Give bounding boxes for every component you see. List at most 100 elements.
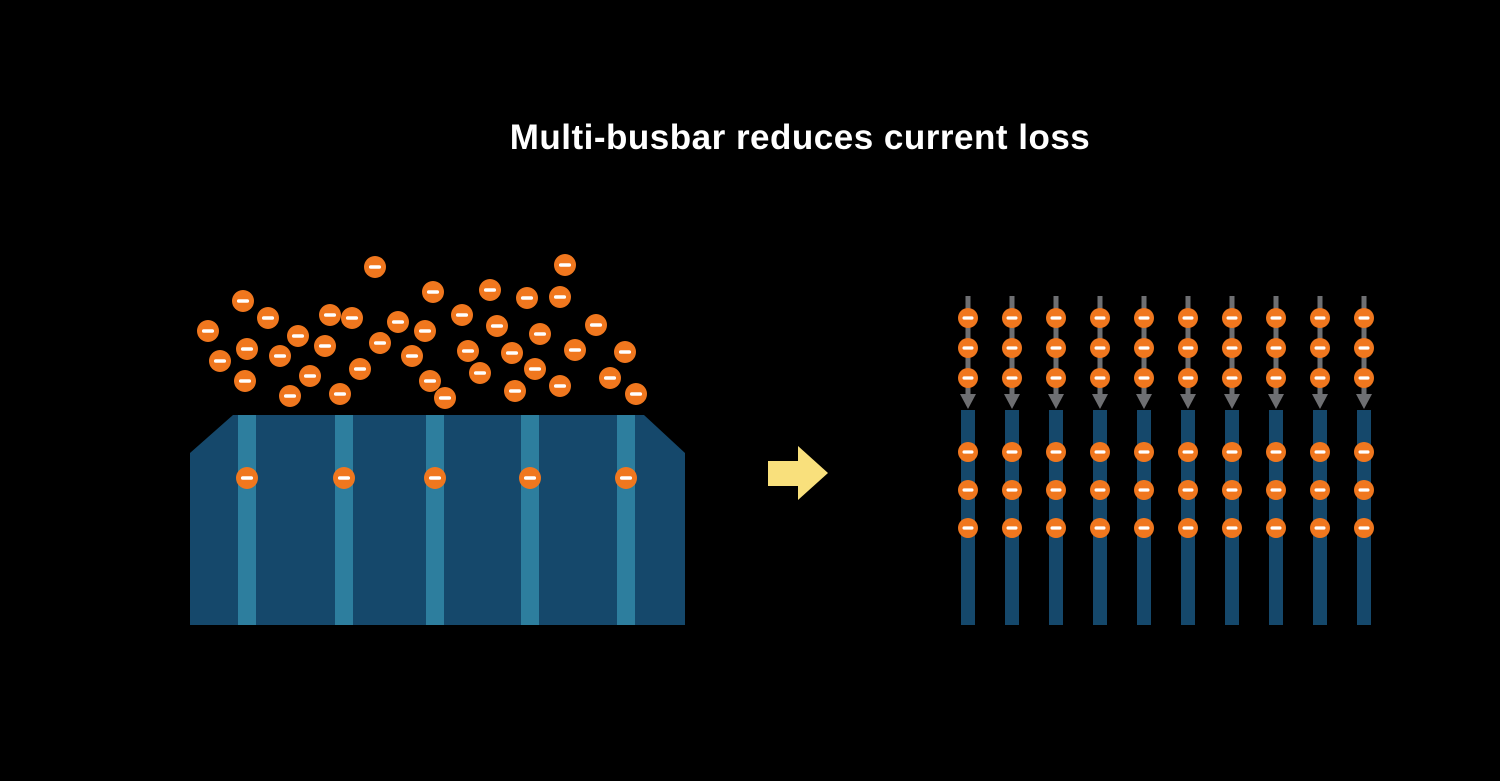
flowing-electron-icon — [1090, 368, 1110, 388]
minus-icon — [553, 295, 567, 299]
minus-icon — [1138, 488, 1150, 492]
minus-icon — [426, 290, 440, 294]
flowing-electron-icon — [1354, 368, 1374, 388]
flowing-electron-icon — [1266, 368, 1286, 388]
scattered-electron-icon — [314, 335, 336, 357]
minus-icon — [1314, 488, 1326, 492]
collected-electron-icon — [1310, 442, 1330, 462]
flowing-electron-icon — [958, 308, 978, 328]
minus-icon — [1094, 526, 1106, 530]
collected-electron-icon — [958, 518, 978, 538]
scattered-electron-icon — [319, 304, 341, 326]
flowing-electron-icon — [1222, 368, 1242, 388]
minus-icon — [261, 316, 275, 320]
minus-icon — [1006, 376, 1018, 380]
left-panel-standard-cell — [190, 254, 685, 625]
collected-electron-icon — [1310, 518, 1330, 538]
minus-icon — [1182, 316, 1194, 320]
scattered-electron-icon — [269, 345, 291, 367]
busbar-stripe — [426, 415, 444, 625]
transition-right-arrow-icon — [768, 446, 828, 500]
flowing-electron-icon — [1354, 308, 1374, 328]
minus-icon — [1314, 316, 1326, 320]
minus-icon — [1006, 526, 1018, 530]
scattered-electron-icon — [501, 342, 523, 364]
minus-icon — [1358, 346, 1370, 350]
scattered-electron-icon — [524, 358, 546, 380]
minus-icon — [1314, 450, 1326, 454]
minus-icon — [418, 329, 432, 333]
minus-icon — [283, 394, 297, 398]
flow-arrow-head-icon — [1048, 394, 1064, 409]
scattered-electron-icon — [614, 341, 636, 363]
minus-icon — [962, 316, 974, 320]
minus-icon — [962, 526, 974, 530]
minus-icon — [1270, 488, 1282, 492]
collected-electron-icon — [1090, 480, 1110, 500]
flow-arrow-head-icon — [960, 394, 976, 409]
collected-electron-icon — [1002, 480, 1022, 500]
flow-arrow-head-icon — [1312, 394, 1328, 409]
minus-icon — [1270, 526, 1282, 530]
minus-icon — [1094, 488, 1106, 492]
diagram-title: Multi-busbar reduces current loss — [509, 118, 1091, 157]
flowing-electron-icon — [958, 368, 978, 388]
minus-icon — [1270, 346, 1282, 350]
minus-icon — [1006, 450, 1018, 454]
minus-icon — [1050, 450, 1062, 454]
flowing-electron-icon — [1310, 368, 1330, 388]
minus-icon — [1226, 346, 1238, 350]
collected-electron-icon — [1046, 480, 1066, 500]
flowing-electron-icon — [1178, 308, 1198, 328]
minus-icon — [273, 354, 287, 358]
minus-icon — [523, 476, 537, 480]
minus-icon — [1006, 488, 1018, 492]
flowing-electron-icon — [1310, 308, 1330, 328]
busbar-electron-icon — [519, 467, 541, 489]
flowing-electron-icon — [1090, 338, 1110, 358]
minus-icon — [533, 332, 547, 336]
minus-icon — [353, 367, 367, 371]
minus-icon — [373, 341, 387, 345]
minus-icon — [1358, 450, 1370, 454]
flowing-electron-icon — [1002, 368, 1022, 388]
minus-icon — [1006, 346, 1018, 350]
minus-icon — [318, 344, 332, 348]
scattered-electron-icon — [197, 320, 219, 342]
minus-icon — [1270, 316, 1282, 320]
minus-icon — [405, 354, 419, 358]
flowing-electron-icon — [1002, 338, 1022, 358]
flowing-electron-icon — [1354, 338, 1374, 358]
minus-icon — [1226, 316, 1238, 320]
collected-electron-icon — [1046, 518, 1066, 538]
right-panel-multibusbar-cell — [958, 296, 1374, 625]
minus-icon — [201, 329, 215, 333]
collected-electron-icon — [1354, 480, 1374, 500]
collected-electron-icon — [1046, 442, 1066, 462]
minus-icon — [1094, 316, 1106, 320]
busbar-stripe — [335, 415, 353, 625]
scattered-electron-icon — [329, 383, 351, 405]
flow-arrow-head-icon — [1356, 394, 1372, 409]
collected-electron-icon — [1266, 518, 1286, 538]
minus-icon — [438, 396, 452, 400]
collected-electron-icon — [1178, 480, 1198, 500]
scattered-electron-icon — [287, 325, 309, 347]
minus-icon — [558, 263, 572, 267]
minus-icon — [618, 350, 632, 354]
minus-icon — [236, 299, 250, 303]
minus-icon — [508, 389, 522, 393]
scattered-electron-icon — [209, 350, 231, 372]
busbar-stripe — [521, 415, 539, 625]
minus-icon — [1314, 526, 1326, 530]
scattered-electron-icon — [401, 345, 423, 367]
flowing-electron-icon — [1046, 368, 1066, 388]
scattered-electron-icon — [599, 367, 621, 389]
scattered-electron-icon — [364, 256, 386, 278]
minus-icon — [428, 476, 442, 480]
flowing-electron-icon — [1134, 338, 1154, 358]
minus-icon — [962, 488, 974, 492]
minus-icon — [1226, 450, 1238, 454]
flowing-electron-icon — [1222, 338, 1242, 358]
flowing-electron-icon — [1002, 308, 1022, 328]
